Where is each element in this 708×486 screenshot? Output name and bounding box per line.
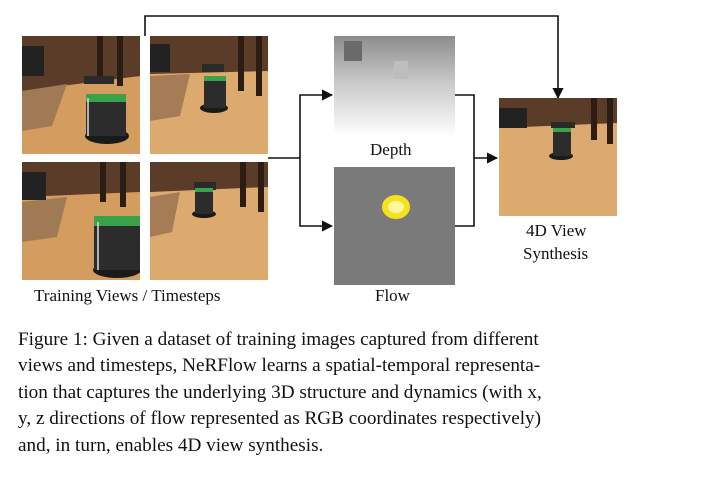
robot-scene-icon <box>150 162 268 280</box>
figure-caption: Figure 1: Given a dataset of training im… <box>18 327 658 459</box>
caption-line: views and timesteps, NeRFlow learns a sp… <box>18 355 541 377</box>
caption-line: y, z directions of flow represented as R… <box>18 408 542 430</box>
skip-arrow <box>144 15 564 100</box>
robot-scene-icon <box>499 98 617 216</box>
training-views-label: Training Views / Timesteps <box>34 286 221 305</box>
caption-line: tion that captures the underlying 3D str… <box>18 381 542 403</box>
depth-to-merge-line <box>455 94 475 158</box>
flow-map-image <box>334 167 455 285</box>
synthesized-view <box>499 98 617 216</box>
flow-arrows <box>144 15 564 232</box>
robot-scene-icon <box>22 36 140 154</box>
training-view-3 <box>22 162 140 280</box>
synthesis-label-line2: Synthesis <box>523 244 589 263</box>
depth-label: Depth <box>370 140 412 159</box>
robot-scene-icon <box>22 162 140 280</box>
branch-to-depth-arrow <box>299 89 334 158</box>
training-view-4 <box>150 162 268 280</box>
flow-map-icon <box>334 167 455 285</box>
caption-line: Figure 1: Given a dataset of training im… <box>18 329 539 350</box>
branch-to-flow-arrow <box>299 158 334 232</box>
depth-map-icon <box>334 36 455 137</box>
flow-to-merge-line <box>455 158 475 227</box>
depth-map-image <box>334 36 455 137</box>
flow-label: Flow <box>375 286 410 305</box>
caption-line: and, in turn, enables 4D view synthesis. <box>18 434 324 456</box>
synthesis-label-line1: 4D View <box>526 221 587 240</box>
robot-scene-icon <box>150 36 268 154</box>
training-view-1 <box>22 36 140 154</box>
training-view-2 <box>150 36 268 154</box>
